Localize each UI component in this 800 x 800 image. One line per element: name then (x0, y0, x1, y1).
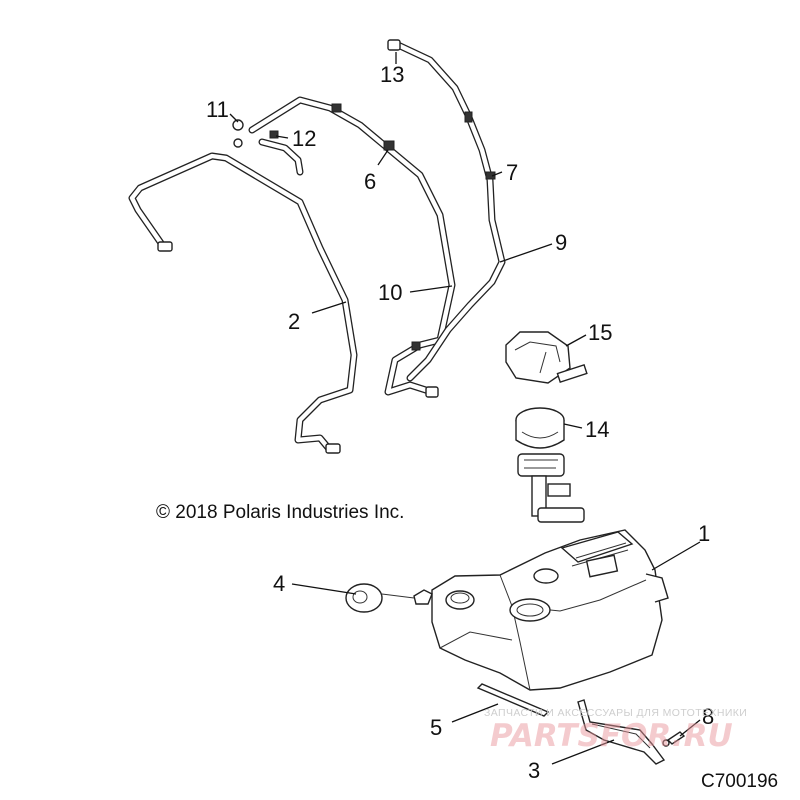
callout-6: 6 (364, 169, 376, 194)
callout-15: 15 (588, 320, 612, 345)
hose-part-9 (387, 39, 506, 382)
callout-7: 7 (506, 160, 518, 185)
callout-11: 11 (206, 97, 229, 122)
hose-part-12 (258, 130, 304, 176)
bolt-part-8 (662, 731, 686, 747)
fuel-cap-part-4 (345, 583, 433, 613)
pump-cover-part-15 (505, 331, 588, 384)
watermark: ЗАПЧАСТИ И АКСЕССУАРЫ ДЛЯ МОТОТЕХНИКИ PA… (484, 707, 747, 754)
fuel-pump-part-14 (515, 407, 585, 523)
clip-part-11 (232, 119, 244, 148)
watermark-tagline: ЗАПЧАСТИ И АКСЕССУАРЫ ДЛЯ МОТОТЕХНИКИ (484, 707, 747, 719)
hose-fitting-icon (157, 241, 173, 252)
callout-13: 13 (380, 62, 404, 87)
hose-fitting-icon (425, 386, 439, 398)
callout-5: 5 (430, 715, 442, 740)
callout-2: 2 (288, 309, 300, 334)
copyright-text: © 2018 Polaris Industries Inc. (156, 502, 404, 523)
strap-pad-part-5 (476, 683, 550, 717)
callout-8: 8 (702, 704, 714, 729)
hose-part-2 (128, 152, 358, 454)
callout-10: 10 (378, 280, 402, 305)
clamp-icon (269, 130, 279, 139)
hose-part-10 (248, 96, 456, 398)
hose-fitting-icon (325, 443, 341, 454)
callout-12: 12 (292, 126, 316, 151)
gasket-strip-icon (556, 363, 588, 383)
fitting-icon-part-13 (387, 39, 401, 51)
clamp-icon (411, 341, 421, 351)
figure-code: C700196 (701, 771, 778, 792)
valve-icon (464, 111, 473, 123)
callout-labels: 1 2 3 4 5 6 7 8 9 10 11 12 13 14 15 (206, 62, 714, 783)
clamp-icon-part-6 (383, 140, 395, 151)
callout-9: 9 (555, 230, 567, 255)
callout-14: 14 (585, 417, 609, 442)
tank-strap-part-3 (577, 699, 666, 765)
clamp-icon (331, 103, 342, 113)
leader-lines (229, 52, 701, 765)
fuel-tank-part-1 (431, 529, 669, 691)
callout-4: 4 (273, 571, 285, 596)
watermark-logo: PARTSFOR.RU (490, 718, 733, 754)
callout-3: 3 (528, 758, 540, 783)
callout-1: 1 (698, 521, 710, 546)
